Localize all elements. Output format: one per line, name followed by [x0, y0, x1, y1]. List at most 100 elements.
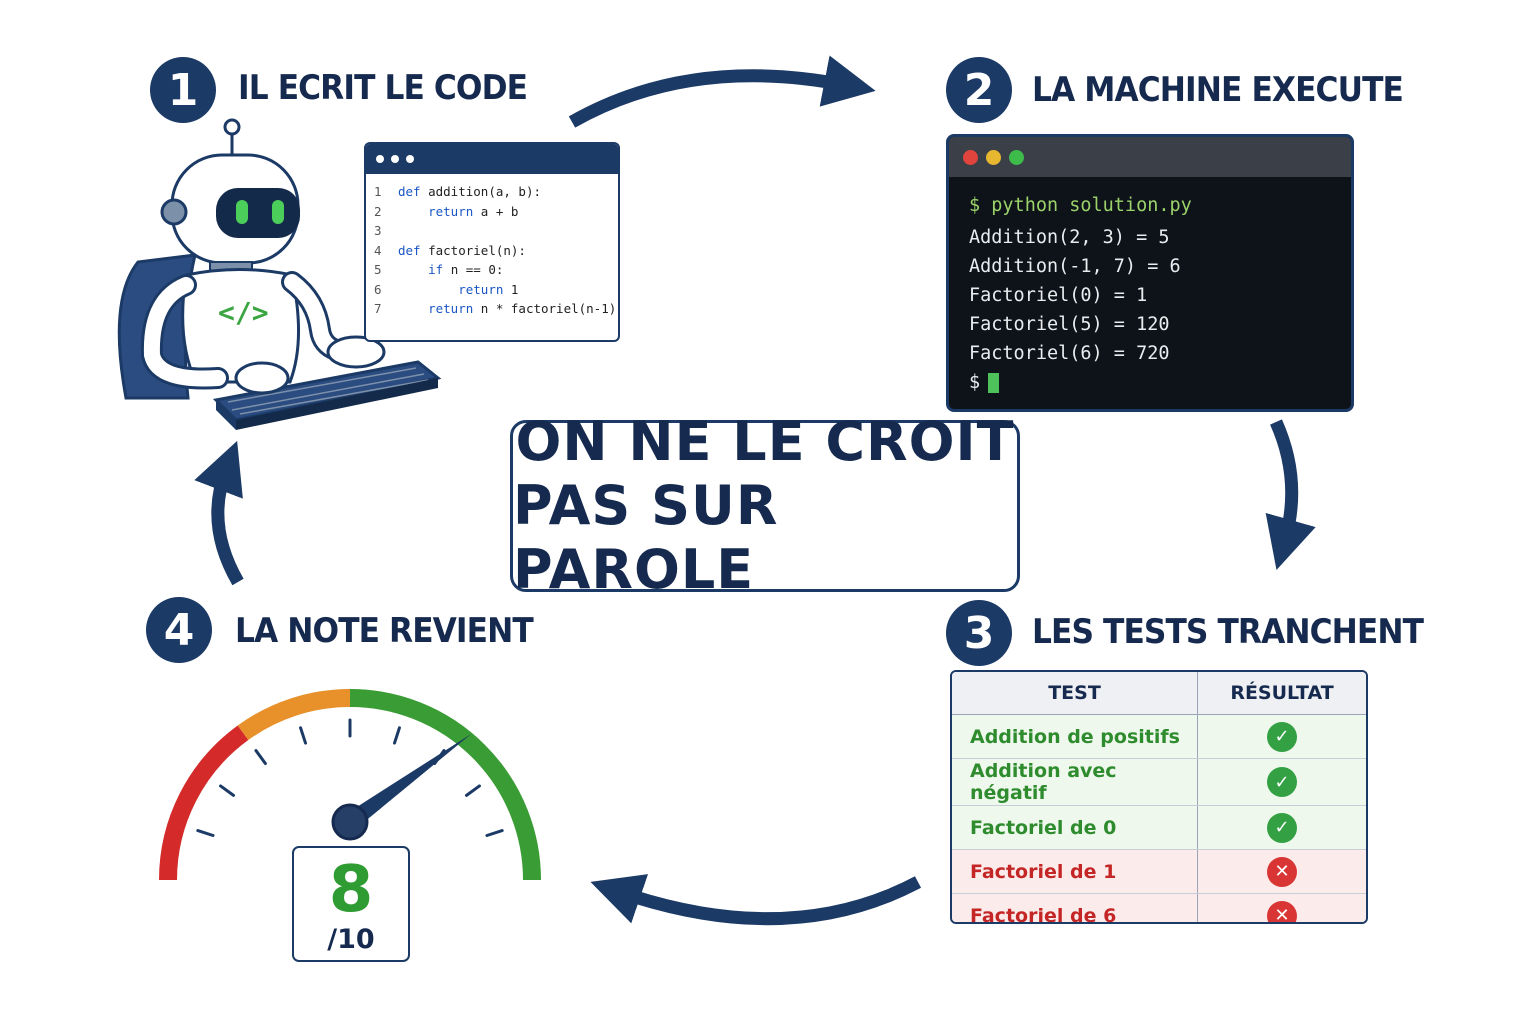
code-keyword: if [428, 262, 451, 277]
code-line: 2 return a + b [374, 202, 618, 222]
robot-body [181, 268, 301, 384]
code-text: 1 [510, 281, 519, 297]
arrow-step2-to-step3 [1265, 419, 1316, 571]
test-name: Addition de positifs [952, 714, 1198, 759]
terminal-output-line: Factoriel(6) = 720 [969, 343, 1170, 364]
line-number: 4 [374, 242, 382, 258]
code-keyword: def [398, 184, 429, 199]
check-icon: ✓ [1267, 767, 1297, 797]
gauge-tick [254, 749, 267, 766]
gauge-tick [196, 829, 215, 838]
robot-illustration [117, 118, 442, 430]
code-indent [398, 260, 428, 280]
code-keyword: return [428, 203, 481, 219]
gauge-tick [299, 726, 308, 745]
test-name: Addition avec négatif [952, 758, 1198, 806]
column-header-result: RÉSULTAT [1197, 672, 1366, 715]
result-cell: ✓ [1197, 805, 1366, 850]
code-line: 3 [374, 221, 618, 241]
code-text: n == 0: [450, 262, 504, 277]
gauge-hub [331, 803, 369, 841]
check-icon: ✓ [1267, 721, 1297, 752]
code-text: addition(a, b): [428, 184, 541, 199]
maximize-dot-icon [1009, 149, 1024, 165]
terminal-output-line: Addition(2, 3) = 5 [969, 227, 1170, 248]
code-indent [398, 280, 458, 300]
table-row: Factoriel de 6 ✕ [952, 893, 1367, 922]
check-icon: ✓ [1267, 812, 1297, 843]
code-indent [398, 299, 428, 319]
column-header-test: TEST [952, 672, 1198, 715]
code-line: 4 def factoriel(n): [374, 241, 618, 261]
central-message-line2: PAS SUR PAROLE [513, 474, 779, 601]
score-value: 8 [328, 853, 374, 927]
central-message-line1: ON NE LE CROIT [515, 410, 1015, 473]
terminal-output-line: Addition(-1, 7) = 6 [969, 256, 1181, 277]
arrow-step3-to-step4 [590, 874, 922, 926]
window-dot [391, 155, 399, 163]
close-dot-icon [963, 149, 978, 165]
gauge-red-zone [159, 725, 249, 881]
step-1-number: 1 [150, 57, 216, 123]
terminal-window: $ python solution.py Addition(2, 3) = 5 … [946, 134, 1354, 412]
code-line: 5 if n == 0: [374, 260, 618, 280]
line-number: 6 [374, 281, 382, 297]
code-editor-titlebar [366, 144, 618, 174]
cross-icon: ✕ [1267, 900, 1297, 922]
code-keyword: def [398, 242, 429, 258]
code-text: factoriel(n): [428, 242, 526, 258]
window-dot [376, 155, 384, 163]
step-4-number: 4 [146, 597, 212, 663]
table-row: Addition avec négatif ✓ [952, 758, 1366, 806]
step-2-number: 2 [946, 57, 1012, 123]
gauge-tick [392, 726, 401, 745]
result-cell: ✓ [1197, 758, 1366, 806]
table-row: Addition de positifs ✓ [952, 714, 1366, 759]
step-3-number: 3 [946, 600, 1012, 666]
gauge-needle [344, 733, 472, 830]
gauge-tick [485, 829, 504, 838]
code-text: n * factoriel(n-1) [480, 301, 617, 316]
code-line: 6 return 1 [374, 280, 618, 300]
line-number: 3 [374, 223, 382, 238]
code-text: a + b [480, 203, 519, 219]
score-gauge [159, 689, 541, 881]
result-cell: ✕ [1198, 894, 1367, 922]
terminal-prompt-line: $ [969, 368, 1351, 397]
step-4-title: LA NOTE REVIENT [235, 611, 534, 651]
arrow-step4-to-step1 [194, 440, 244, 586]
line-number: 2 [374, 203, 382, 219]
window-dot [406, 155, 414, 163]
terminal-output-line: Factoriel(0) = 1 [969, 285, 1148, 306]
line-number: 7 [374, 301, 382, 316]
step-2-title: LA MACHINE EXECUTE [1032, 70, 1404, 110]
terminal-cursor [988, 373, 1000, 393]
score-box: 8 /10 [292, 846, 410, 962]
terminal-titlebar [949, 137, 1351, 177]
gauge-orange-zone [237, 689, 351, 741]
gauge-green-zone [349, 689, 541, 881]
line-number: 5 [374, 262, 382, 277]
terminal-prompt: $ [969, 372, 981, 393]
minimize-dot-icon [986, 149, 1001, 165]
terminal-command: $ python solution.py [969, 195, 1192, 216]
table-row: Factoriel de 1 ✕ [952, 849, 1366, 894]
code-indent [398, 202, 428, 222]
gauge-tick [464, 784, 481, 797]
code-line: 1 def addition(a, b): [374, 182, 618, 202]
table-row: Factoriel de 0 ✓ [952, 805, 1366, 850]
cross-icon: ✕ [1267, 856, 1297, 887]
tests-table: TEST RÉSULTAT Addition de positifs ✓ Add… [950, 670, 1368, 924]
code-badge: </> [218, 296, 269, 329]
result-cell: ✓ [1197, 714, 1366, 759]
line-number: 1 [374, 184, 382, 199]
gauge-tick [219, 784, 236, 797]
result-cell: ✕ [1197, 849, 1366, 894]
step-3-title: LES TESTS TRANCHENT [1032, 612, 1424, 652]
code-keyword: return [458, 281, 511, 297]
test-name: Factoriel de 0 [952, 805, 1198, 850]
test-name: Factoriel de 6 [952, 893, 1198, 922]
